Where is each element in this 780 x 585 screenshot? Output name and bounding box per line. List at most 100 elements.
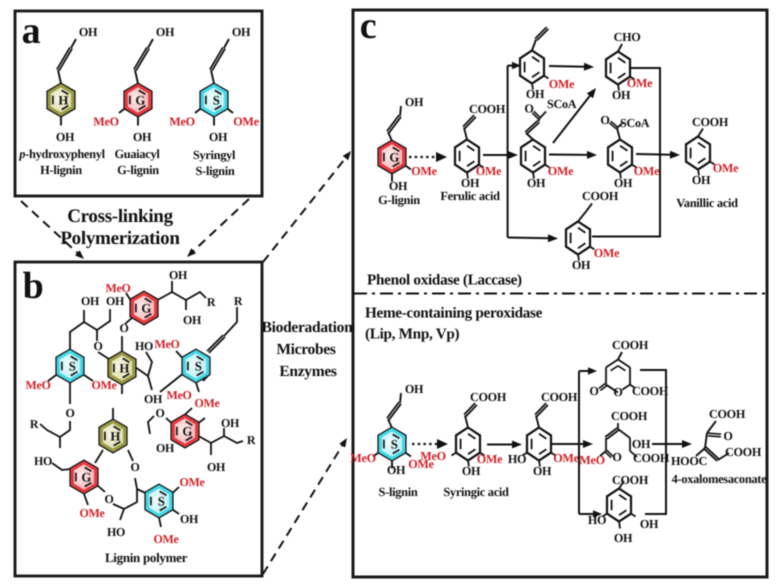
svg-text:MeO: MeO [579,453,605,467]
svg-text:OH: OH [232,25,251,39]
svg-text:O: O [65,406,74,420]
svg-text:OMe: OMe [408,457,434,471]
svg-text:O: O [524,102,533,116]
svg-text:O: O [130,460,139,474]
svg-text:OH: OH [56,130,75,144]
svg-text:H-lignin: H-lignin [40,163,82,177]
svg-text:COOH: COOH [612,473,649,487]
svg-text:H: H [58,94,68,108]
svg-text:OH: OH [144,392,163,406]
svg-text:O: O [589,384,598,398]
svg-text:OH: OH [133,130,152,144]
svg-text:H: H [119,362,129,376]
svg-text:Syringic acid: Syringic acid [443,485,509,499]
svg-text:Phenol oxidase (Laccase): Phenol oxidase (Laccase) [367,272,522,289]
svg-text:OH: OH [612,88,631,102]
svg-text:COOH: COOH [469,102,506,116]
svg-text:R: R [247,433,256,447]
svg-text:G: G [141,302,151,316]
svg-text:G: G [389,151,399,165]
svg-text:MeO: MeO [166,388,191,402]
svg-text:SCoA: SCoA [547,97,577,111]
svg-text:OMe: OMe [627,76,653,90]
svg-text:S: S [158,495,165,509]
svg-text:HO: HO [34,454,52,468]
svg-text:Lignin polymer: Lignin polymer [105,550,188,565]
svg-text:(Lip, Mnp, Vp): (Lip, Mnp, Vp) [365,326,460,343]
svg-text:HO: HO [508,452,526,466]
svg-text:S: S [69,360,76,374]
svg-text:O: O [600,113,609,127]
svg-text:Guaiacyl: Guaiacyl [114,147,160,161]
svg-text:COOH: COOH [632,384,669,398]
svg-text:R: R [30,417,39,431]
svg-text:4-oxalomesaconate: 4-oxalomesaconate [672,472,767,486]
svg-text:COOH: COOH [611,409,648,423]
svg-text:OH: OH [106,294,125,308]
svg-text:OH: OH [183,313,202,327]
svg-text:OH: OH [527,176,546,190]
svg-text:b: b [23,265,44,307]
svg-text:MeO: MeO [25,378,50,392]
svg-text:O: O [104,492,113,506]
svg-text:a: a [22,10,41,52]
svg-text:OH: OH [207,460,226,474]
svg-text:OMe: OMe [476,164,502,178]
svg-text:OH: OH [614,531,633,545]
svg-text:OH: OH [221,416,240,430]
svg-text:MeO: MeO [420,449,446,463]
svg-text:Microbes: Microbes [276,341,336,358]
svg-text:OH: OH [387,463,406,477]
svg-text:MeO: MeO [93,115,119,129]
svg-text:OH: OH [640,517,659,531]
svg-text:OH: OH [462,464,481,478]
svg-text:COOH: COOH [582,189,619,203]
svg-text:H: H [110,430,120,444]
svg-text:OMe: OMe [411,164,437,178]
svg-text:OH: OH [209,130,228,144]
svg-text:OH: OH [461,176,480,190]
svg-text:p-hydroxyphenyl: p-hydroxyphenyl [18,147,105,161]
svg-text:HOOC: HOOC [671,454,707,468]
svg-text:OH: OH [81,294,100,308]
svg-text:O: O [119,321,128,335]
svg-text:OH: OH [180,512,199,526]
svg-text:S: S [391,438,398,452]
svg-text:OH: OH [169,268,188,282]
svg-text:OH: OH [632,437,651,451]
svg-text:MeO: MeO [154,337,179,351]
svg-text:OMe: OMe [713,161,739,175]
svg-text:O: O [93,339,102,353]
svg-text:OMe: OMe [79,506,105,520]
svg-text:OMe: OMe [153,532,179,546]
svg-text:Syringyl: Syringyl [193,148,236,162]
svg-text:Heme-containing peroxidase: Heme-containing peroxidase [365,305,543,322]
svg-text:OH: OH [526,87,545,101]
svg-text:OH: OH [692,173,711,187]
svg-text:OH: OH [389,179,408,193]
svg-text:COOH: COOH [725,445,762,459]
svg-text:Cross-linking: Cross-linking [67,206,173,227]
svg-text:G: G [182,425,192,439]
svg-text:OMe: OMe [194,396,220,410]
svg-text:O: O [155,406,164,420]
svg-text:OH: OH [614,176,633,190]
svg-text:HO: HO [588,513,606,527]
svg-text:OMe: OMe [477,452,503,466]
svg-text:G: G [135,94,145,108]
svg-text:OH: OH [533,464,552,478]
svg-text:OMe: OMe [553,451,579,465]
svg-text:OMe: OMe [549,77,575,91]
svg-text:MeO: MeO [105,281,130,295]
svg-text:O: O [723,429,732,443]
svg-text:MeO: MeO [169,115,195,129]
svg-text:OMe: OMe [634,164,660,178]
svg-text:COOH: COOH [692,115,729,129]
svg-text:COOH: COOH [633,451,670,465]
svg-text:OH: OH [156,441,175,455]
svg-text:OMe: OMe [179,475,205,489]
svg-text:Vanillic acid: Vanillic acid [676,196,738,210]
svg-text:O: O [612,450,621,464]
svg-text:R: R [207,295,216,309]
svg-text:OH: OH [79,25,98,39]
